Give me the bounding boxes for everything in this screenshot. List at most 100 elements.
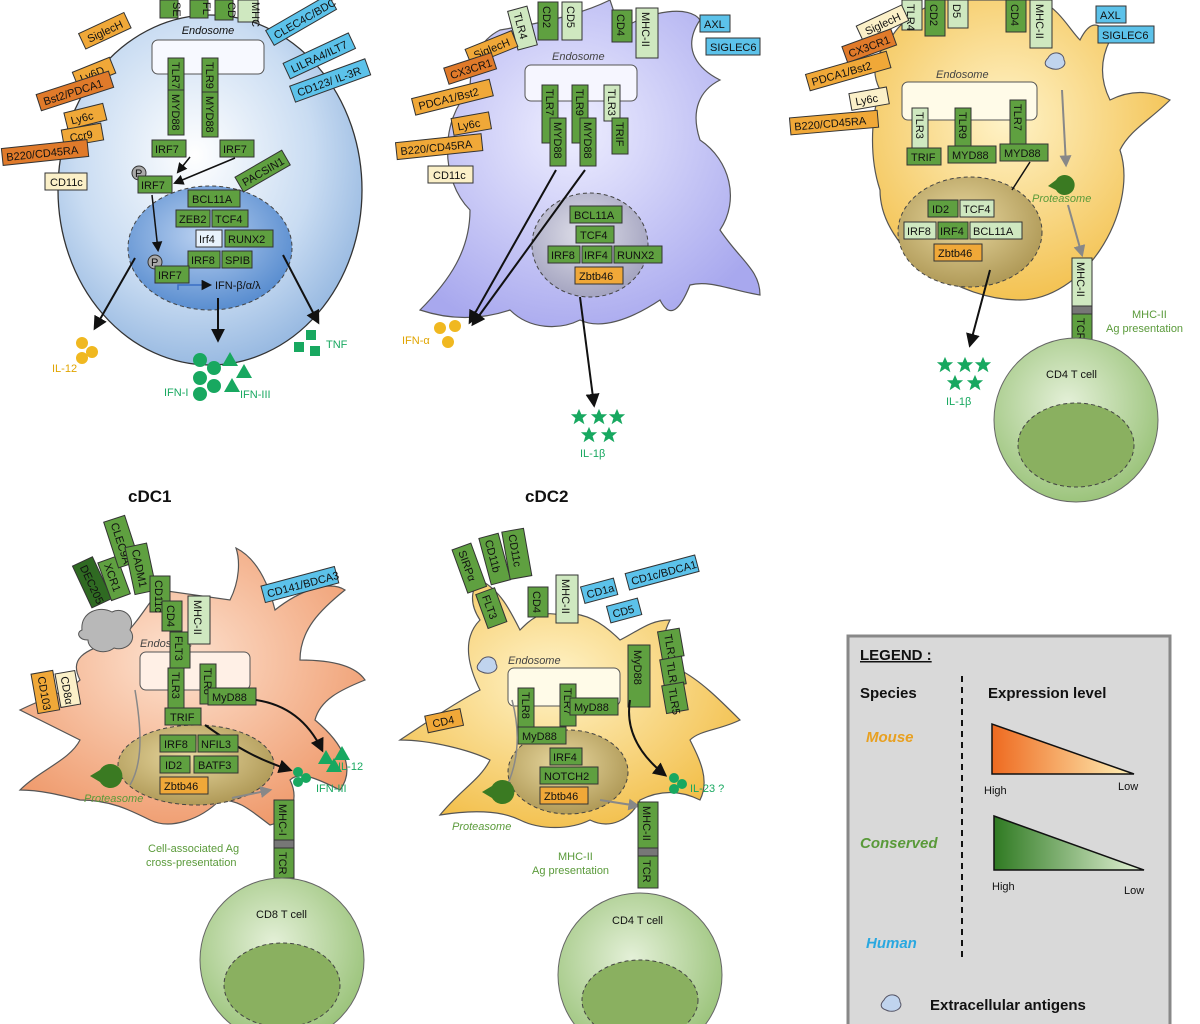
- presentation-label: Cell-associated Ag: [148, 843, 239, 855]
- ifn3-label: IFN-III: [316, 783, 347, 795]
- adaptor: MyD88: [574, 702, 609, 714]
- legend-high: High: [992, 881, 1015, 893]
- legend-high: High: [984, 785, 1007, 797]
- legend-title: LEGEND :: [860, 647, 932, 664]
- cdc1-tcell: MHC-I TCR Cell-associated Ag cross-prese…: [146, 799, 365, 1024]
- marker: MHC-II: [559, 579, 571, 614]
- tf: IRF4: [584, 250, 608, 262]
- presentation-label: MHC-II: [558, 851, 593, 863]
- marker: CD11c: [152, 580, 164, 613]
- marker: CD103: [35, 676, 53, 712]
- receptor: TLR3: [605, 89, 617, 116]
- tf: Zbtb46: [544, 791, 578, 803]
- adaptor: MyD88: [212, 692, 247, 704]
- marker: CD5: [564, 6, 576, 28]
- pdc-endosome-label: Endosome: [182, 25, 235, 37]
- mouse-gradient-triangle: [991, 722, 1135, 775]
- extracellular-antigen-icon: [1044, 52, 1066, 70]
- marker: CD11c: [433, 170, 466, 182]
- irf7-box: IRF7: [155, 144, 179, 156]
- tf: Irf4: [199, 234, 215, 246]
- tcr-receptor: TCR: [640, 860, 652, 883]
- pdc-signaling: TLR7 TLR9 MYD88 MYD88 IRF7 IRF7 P IRF7 P…: [131, 57, 291, 253]
- marker: AXL: [704, 19, 725, 31]
- marker: FLT3: [172, 636, 184, 661]
- ifn3-label: IFN-III: [240, 389, 271, 401]
- il12-label: IL-12: [338, 761, 363, 773]
- cdc1-proteasome-label: Proteasome: [84, 793, 143, 805]
- marker: CD: [225, 2, 237, 18]
- adaptor: MyD88: [631, 650, 643, 685]
- marker: CD4: [1008, 4, 1020, 26]
- cell2-cytokines: IFN-α IL-1β: [402, 320, 626, 460]
- marker: CD4: [614, 14, 626, 36]
- marker: MHC-II: [639, 12, 651, 47]
- tf: IRF8: [907, 226, 931, 238]
- tf: BCL11A: [192, 194, 233, 206]
- cdc2-markers: SIRPα CD11b CD11c FLT3 CD4 MHC-II CD1a C…: [424, 527, 700, 734]
- il23-label: IL-23 ?: [690, 783, 724, 795]
- cell2-human-markers: AXL SIGLEC6: [699, 14, 761, 56]
- adaptor: MYD88: [581, 122, 593, 159]
- cell2-nucleus-factors: BCL11A TCF4 IRF8 IRF4 RUNX2 Zbtb46: [547, 205, 663, 285]
- tf: ZEB2: [179, 214, 207, 226]
- presentation-label: Ag presentation: [1106, 323, 1183, 335]
- irf7-box: IRF7: [223, 144, 247, 156]
- receptor: TLR2: [663, 661, 679, 690]
- marker: CD2: [540, 6, 552, 28]
- cell2-endosome-label: Endosome: [552, 51, 605, 63]
- marker: AXL: [1100, 10, 1121, 22]
- marker: TLR4: [904, 4, 916, 31]
- legend: LEGEND : Species Expression level Mouse …: [846, 634, 1172, 1024]
- marker: D5: [950, 4, 962, 18]
- tf: IRF4: [553, 752, 577, 764]
- marker: SE: [170, 2, 182, 17]
- marker: SIGLEC6: [710, 42, 756, 54]
- cell3-endosome-label: Endosome: [936, 69, 989, 81]
- receptor: TLR7: [1011, 104, 1023, 131]
- marker: CD11c: [505, 533, 523, 568]
- marker: MHC-II: [191, 600, 203, 635]
- cdc2-signaling: TLR8 TLR7 MyD88 MyD88 MyD88 TLR1 TLR2 TL…: [452, 627, 689, 833]
- pdc-nucleus-factors: BCL11A ZEB2 TCF4 Irf4 RUNX2 IRF8 SPIB P …: [93, 189, 320, 343]
- adaptor: MYD88: [952, 150, 989, 162]
- ifna-label: IFN-α: [402, 335, 430, 347]
- tcr-receptor: TCR: [276, 852, 288, 875]
- tf: BCL11A: [973, 226, 1014, 238]
- receptor: TLR8: [519, 692, 531, 719]
- tf: IRF8: [551, 250, 575, 262]
- cdc1-cytokines: IL-12 IFN-III: [293, 746, 363, 795]
- adaptor: MYD88: [169, 94, 181, 131]
- adaptor: MYD88: [1004, 148, 1041, 160]
- cell2-mouse-markers: SiglecH CX3CR1 PDCA1/Bst2 Ly6c B220/CD45…: [394, 30, 519, 184]
- adaptor: TRIF: [911, 152, 936, 164]
- tf: NOTCH2: [544, 771, 589, 783]
- receptor: TLR7: [543, 89, 555, 116]
- tf: ID2: [165, 760, 182, 772]
- cdc2-nucleus-factors: IRF4 NOTCH2 Zbtb46: [539, 747, 599, 805]
- presentation-label: Ag presentation: [532, 865, 609, 877]
- proteasome-icon: [1048, 174, 1075, 195]
- il12-label: IL-12: [52, 363, 77, 375]
- marker: FL: [200, 2, 212, 15]
- tcell-label: CD4 T cell: [612, 915, 663, 927]
- legend-mouse: Mouse: [866, 729, 914, 746]
- adaptor: MYD88: [203, 96, 215, 133]
- marker: CD4: [164, 605, 176, 627]
- legend-antigens: Extracellular antigens: [930, 997, 1086, 1014]
- receptor: TLR1: [661, 633, 677, 662]
- marker: Ly6c: [855, 93, 880, 109]
- marker: CD4: [431, 714, 455, 730]
- il1b-label: IL-1β: [580, 448, 605, 460]
- mhc-receptor: MHC-II: [1074, 262, 1086, 297]
- apoptotic-cell-icon: [78, 608, 134, 653]
- receptor: TLR5: [665, 687, 681, 716]
- phospho-marker: P: [135, 168, 142, 180]
- il1b-label: IL-1β: [946, 396, 971, 408]
- tcell-label: CD8 T cell: [256, 909, 307, 921]
- marker: MHC-II: [1033, 4, 1045, 39]
- adaptor: TRIF: [170, 712, 195, 724]
- tf: IRF8: [191, 255, 215, 267]
- tf: ID2: [932, 204, 949, 216]
